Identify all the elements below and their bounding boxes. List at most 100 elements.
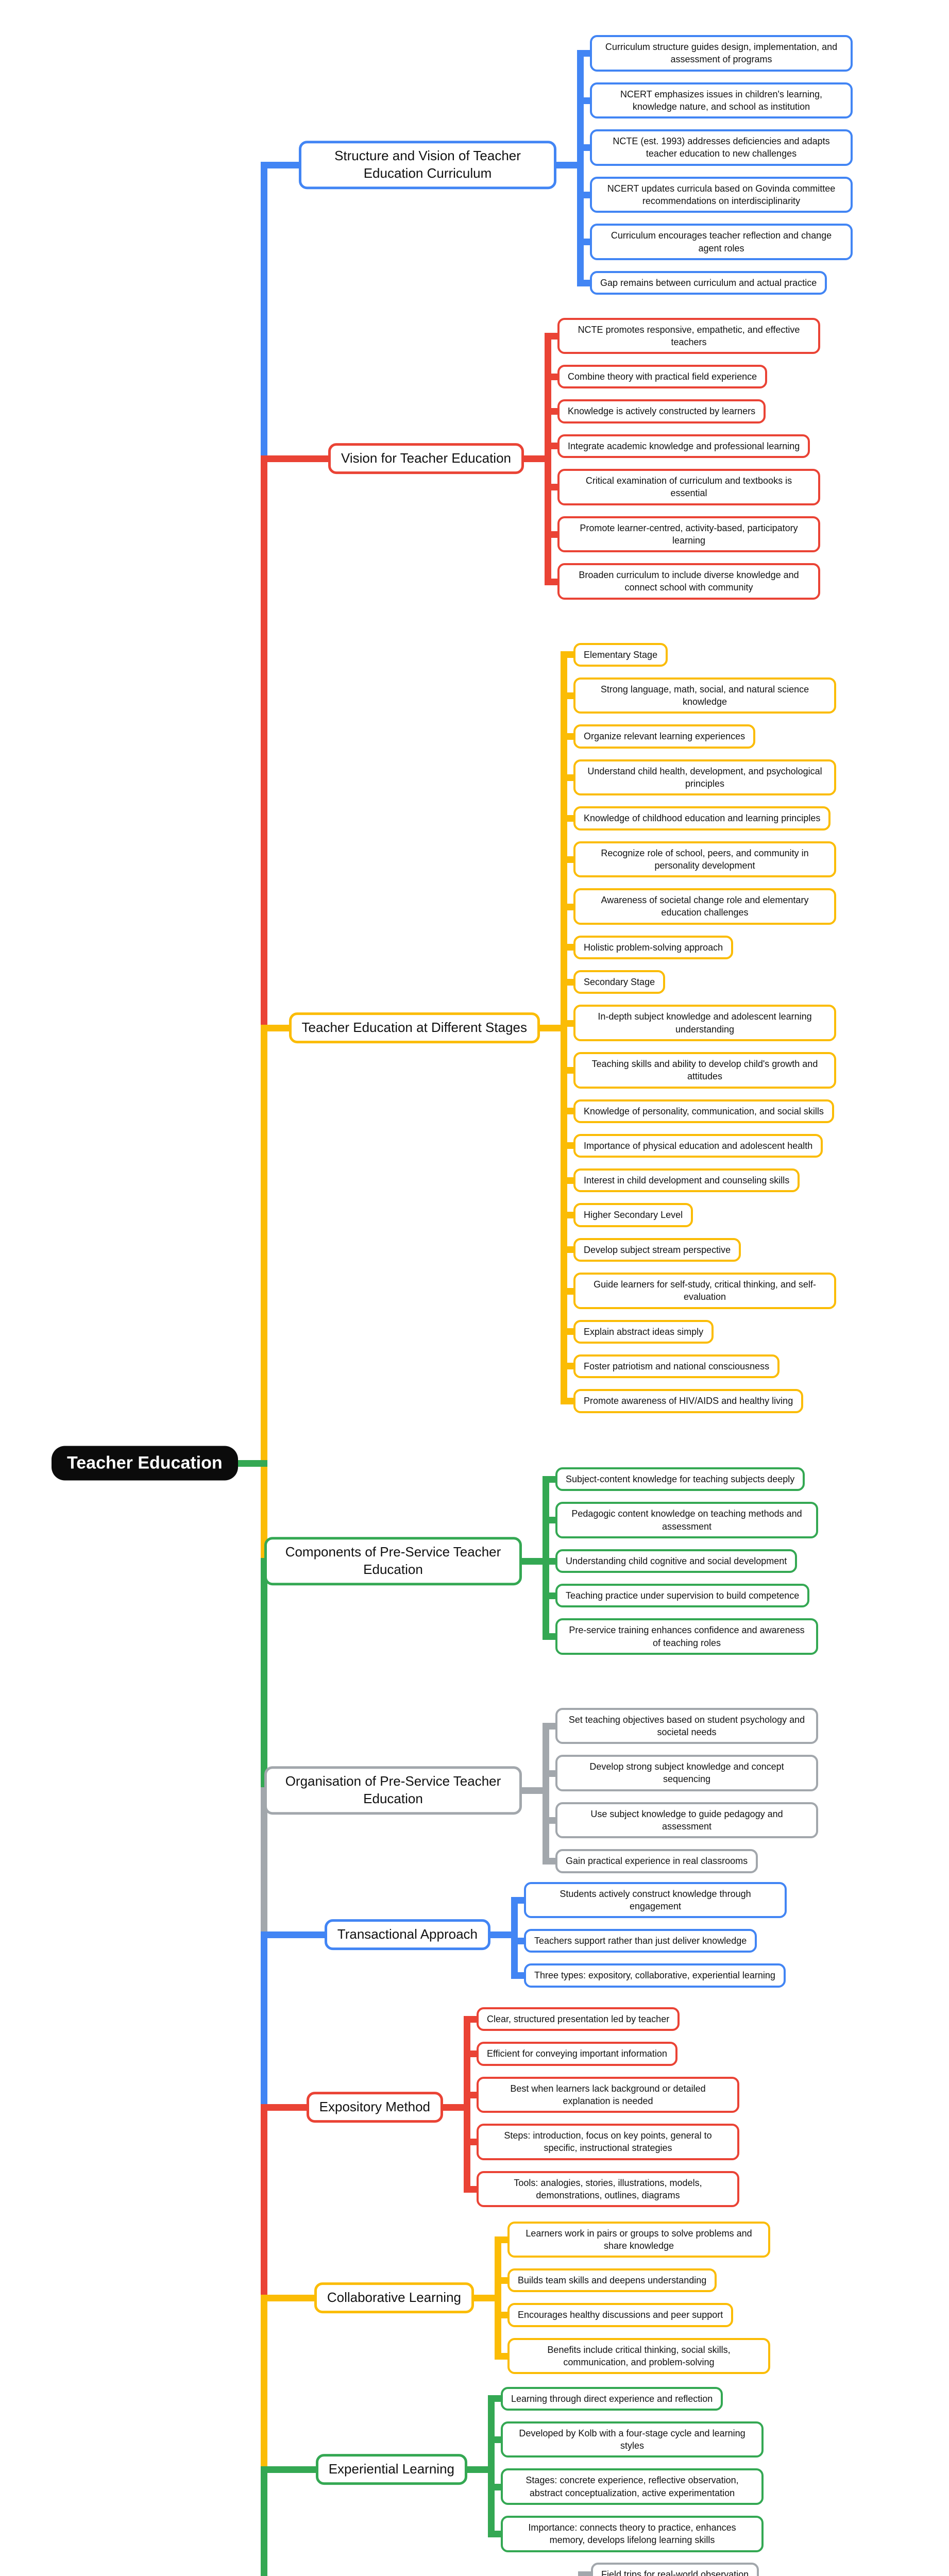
mindmap-item: Promote learner-centred, activity-based,…	[557, 516, 820, 553]
mindmap-item: Knowledge is actively constructed by lea…	[557, 399, 766, 423]
connector-line	[578, 2571, 585, 2576]
connector-line	[261, 2104, 267, 2301]
connector-line	[543, 1476, 549, 1640]
connector-line	[261, 455, 267, 1031]
mindmap-item: Learning through direct experience and r…	[501, 2386, 723, 2411]
mindmap-item: Knowledge of personality, communication,…	[573, 1099, 834, 1123]
mindmap-item: Benefits include critical thinking, soci…	[507, 2337, 770, 2375]
branch-label: Experiential Learning	[315, 2454, 467, 2485]
branch-items: Learners work in pairs or groups to solv…	[507, 2221, 770, 2375]
mindmap-item: Combine theory with practical field expe…	[557, 365, 768, 389]
mindmap-item: Curriculum structure guides design, impl…	[590, 35, 853, 72]
mindmap-item: NCTE (est. 1993) addresses deficiencies …	[590, 129, 853, 166]
mindmap-item: Learners work in pairs or groups to solv…	[507, 2221, 770, 2258]
mindmap-item: Steps: introduction, focus on key points…	[477, 2124, 739, 2160]
mindmap-item: Explain abstract ideas simply	[573, 1319, 714, 1344]
mindmap-item: Subject-content knowledge for teaching s…	[555, 1467, 805, 1492]
connector-line	[261, 1931, 267, 2111]
branch-label: Components of Pre-Service Teacher Educat…	[264, 1537, 522, 1585]
connector-line	[545, 332, 551, 585]
connector-line	[261, 1787, 267, 1938]
branch-items: Subject-content knowledge for teaching s…	[555, 1467, 818, 1655]
mindmap-item: Develop strong subject knowledge and con…	[555, 1755, 818, 1791]
connector-line	[261, 1024, 267, 1467]
mindmap-item: NCTE promotes responsive, empathetic, an…	[557, 317, 820, 354]
connector-line	[577, 50, 584, 286]
connector-line	[261, 1557, 267, 1794]
mindmap-item: Importance: connects theory to practice,…	[501, 2515, 764, 2552]
branch-items: Set teaching objectives based on student…	[555, 1707, 818, 1873]
connector-line	[464, 2015, 470, 2193]
mindmap-item: Teaching skills and ability to develop c…	[573, 1052, 836, 1089]
branch-items: Students actively construct knowledge th…	[524, 1882, 787, 1988]
branch-label: Collaborative Learning	[314, 2282, 474, 2313]
mindmap-item: Higher Secondary Level	[573, 1203, 693, 1227]
connector-line	[561, 651, 567, 1404]
mindmap-item: Guide learners for self-study, critical …	[573, 1273, 836, 1309]
branch-label: Vision for Teacher Education	[328, 443, 524, 474]
mindmap-item: Critical examination of curriculum and t…	[557, 468, 820, 505]
branch-items: Clear, structured presentation led by te…	[477, 2007, 739, 2208]
mindmap-item: Three types: expository, collaborative, …	[524, 1963, 786, 1988]
mindmap-item: NCERT updates curricula based on Govinda…	[590, 176, 853, 213]
branch-items: Learning through direct experience and r…	[501, 2386, 764, 2552]
branch-label: Expository Method	[306, 2092, 443, 2123]
connector-line	[261, 1460, 267, 1565]
mindmap-item: Gap remains between curriculum and actua…	[590, 270, 827, 295]
mindmap-item: Builds team skills and deepens understan…	[507, 2268, 717, 2293]
mindmap-item: Teachers support rather than just delive…	[524, 1929, 757, 1953]
connector-line	[488, 2395, 495, 2537]
mindmap-item: Pedagogic content knowledge on teaching …	[555, 1502, 818, 1538]
mindmap-item: Clear, structured presentation led by te…	[477, 2007, 680, 2031]
branch-items: NCTE promotes responsive, empathetic, an…	[557, 317, 820, 600]
mindmap-item: NCERT emphasizes issues in children's le…	[590, 82, 853, 119]
mindmap-item: Knowledge of childhood education and lea…	[573, 806, 831, 831]
mindmap-item: Use subject knowledge to guide pedagogy …	[555, 1802, 818, 1839]
connector-line	[543, 1722, 549, 1865]
branch-label: Teacher Education at Different Stages	[289, 1012, 540, 1043]
branch-items: Field trips for real-world observationNa…	[591, 2563, 835, 2576]
branch-items: Curriculum structure guides design, impl…	[590, 35, 853, 295]
mindmap-item: Field trips for real-world observation	[591, 2563, 759, 2576]
mindmap-item: In-depth subject knowledge and adolescen…	[573, 1005, 836, 1041]
mindmap-item: Encourages healthy discussions and peer …	[507, 2303, 734, 2327]
mindmap-item: Importance of physical education and ado…	[573, 1133, 823, 1158]
mindmap-item: Develop subject stream perspective	[573, 1238, 741, 1262]
mindmap-item: Recognize role of school, peers, and com…	[573, 841, 836, 878]
mindmap-item: Strong language, math, social, and natur…	[573, 677, 836, 714]
mindmap-item: Understand child health, development, an…	[573, 759, 836, 796]
mindmap-item: Teaching practice under supervision to b…	[555, 1584, 810, 1608]
mindmap-item: Set teaching objectives based on student…	[555, 1707, 818, 1744]
mindmap-item: Gain practical experience in real classr…	[555, 1849, 758, 1873]
connector-line	[578, 2571, 593, 2576]
mindmap-item: Best when learners lack background or de…	[477, 2076, 739, 2113]
root-node: Teacher Education	[52, 1446, 238, 1481]
mindmap-item: Developed by Kolb with a four-stage cycl…	[501, 2421, 764, 2458]
mindmap-item: Integrate academic knowledge and profess…	[557, 434, 810, 458]
connector-line	[261, 2466, 267, 2576]
mindmap-item: Stages: concrete experience, reflective …	[501, 2468, 764, 2505]
branch-label: Transactional Approach	[324, 1919, 490, 1950]
connector-line	[261, 161, 267, 462]
mindmap-item: Promote awareness of HIV/AIDS and health…	[573, 1389, 804, 1413]
mindmap-item: Holistic problem-solving approach	[573, 935, 734, 960]
mindmap-item: Curriculum encourages teacher reflection…	[590, 224, 853, 260]
branch-label: Structure and Vision of Teacher Educatio…	[299, 141, 556, 189]
mindmap-item: Broaden curriculum to include diverse kn…	[557, 563, 820, 600]
connector-line	[495, 2236, 501, 2360]
mindmap-item: Pre-service training enhances confidence…	[555, 1618, 818, 1655]
connector-line	[511, 1896, 518, 1979]
mindmap-item: Secondary Stage	[573, 970, 666, 994]
mindmap-item: Understanding child cognitive and social…	[555, 1549, 798, 1573]
mindmap-item: Awareness of societal change role and el…	[573, 888, 836, 925]
mindmap-item: Students actively construct knowledge th…	[524, 1882, 787, 1919]
mindmap-item: Foster patriotism and national conscious…	[573, 1354, 780, 1379]
mindmap-item: Elementary Stage	[573, 642, 668, 667]
branch-label: Organisation of Pre-Service Teacher Educ…	[264, 1766, 522, 1815]
connector-line	[261, 2294, 267, 2473]
mindmap-item: Efficient for conveying important inform…	[477, 2042, 677, 2066]
mindmap-item: Interest in child development and counse…	[573, 1168, 800, 1193]
mindmap-item: Organize relevant learning experiences	[573, 724, 756, 749]
